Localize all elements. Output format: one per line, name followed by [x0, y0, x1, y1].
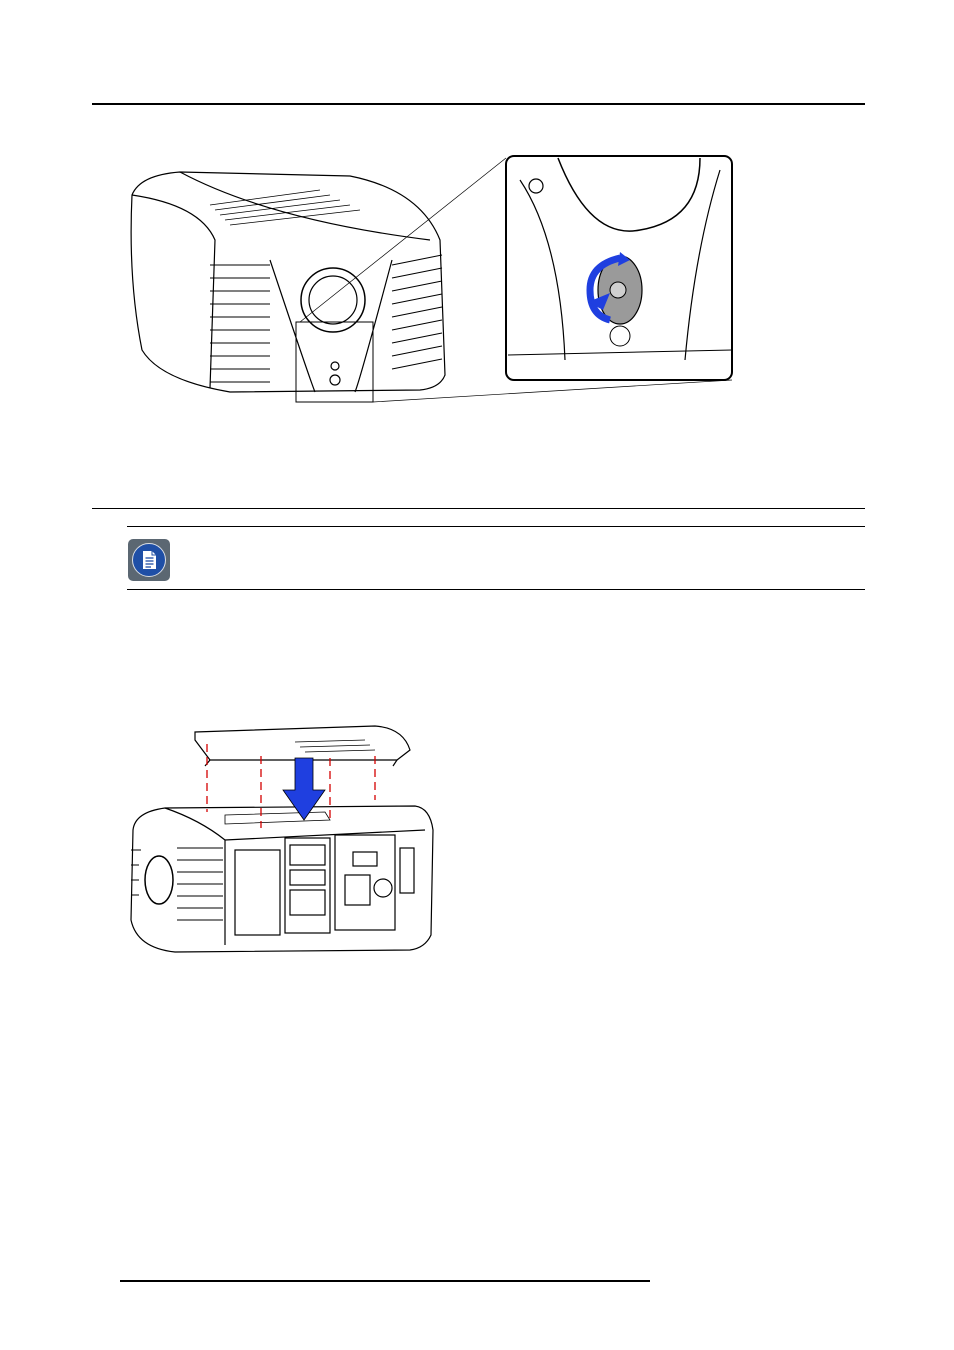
- down-arrow: [283, 758, 325, 820]
- note-bottom-rule: [127, 589, 865, 590]
- section-rule: [92, 508, 865, 509]
- header-rule: [92, 103, 865, 105]
- figure-top-cover-install: [125, 720, 440, 960]
- note-document-icon: [128, 539, 170, 581]
- figure-projector-front: [120, 150, 740, 410]
- note-top-rule: [127, 526, 865, 527]
- footer-rule: [120, 1280, 650, 1282]
